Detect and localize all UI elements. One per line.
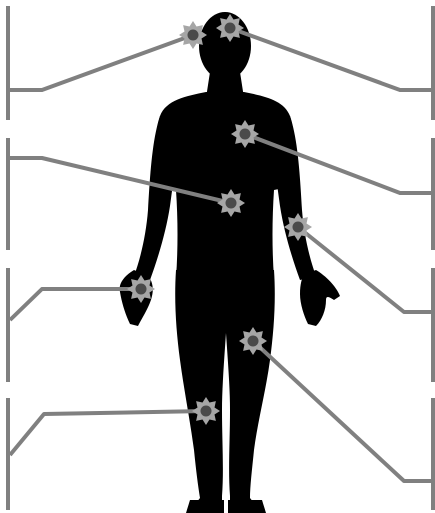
marker-chest — [231, 120, 259, 148]
marker-head-left — [179, 21, 207, 49]
silhouette-torso — [155, 92, 295, 278]
marker-abdomen — [217, 189, 245, 217]
silhouette-leg-right — [175, 270, 228, 508]
silhouette-arm-right — [134, 116, 178, 280]
silhouette-arm-left — [272, 116, 316, 280]
marker-right-knee — [192, 397, 220, 425]
callout-line-left-thigh — [253, 341, 433, 481]
marker-left-thigh — [239, 327, 267, 355]
silhouette-hand-left — [300, 270, 340, 326]
silhouette-leg-left — [224, 270, 275, 508]
callout-line-head-right — [230, 28, 433, 90]
body-silhouette — [120, 12, 340, 513]
silhouette-foot-left — [228, 500, 266, 513]
marker-right-wrist — [127, 275, 155, 303]
callout-line-head-left — [10, 35, 193, 90]
callout-line-right-knee — [10, 411, 206, 455]
marker-head-right — [216, 14, 244, 42]
marker-left-elbow — [284, 213, 312, 241]
silhouette-foot-right — [186, 500, 224, 513]
